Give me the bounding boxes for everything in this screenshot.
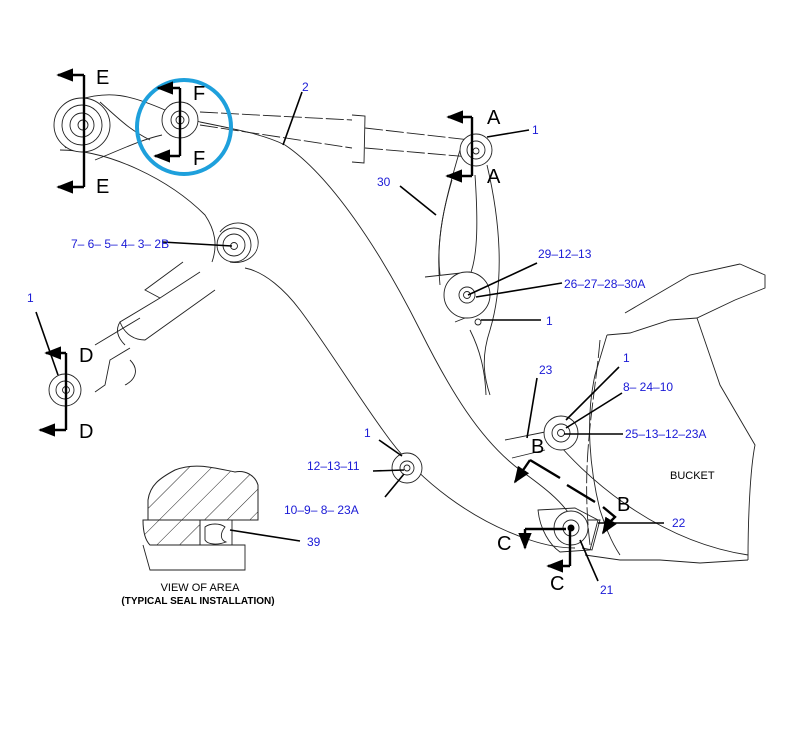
seal-detail-view — [142, 465, 259, 571]
callout-boom-pin-3[interactable]: 10–9– 8– 23A — [284, 503, 359, 517]
callout-boom-pin-2[interactable]: 12–13–11 — [307, 459, 360, 473]
callout-lever-pin[interactable]: 1 — [546, 314, 553, 328]
callout-seal[interactable]: 39 — [307, 535, 321, 549]
boom-cylinder — [199, 111, 471, 164]
section-label-f-bottom: F — [193, 148, 205, 170]
leader-lines — [35, 91, 664, 582]
bucket-label: BUCKET — [670, 470, 715, 482]
section-cut-e — [56, 68, 86, 194]
callout-d-pin[interactable]: 1 — [27, 291, 34, 305]
pin-bucket-upper — [543, 415, 579, 451]
section-label-b-top: B — [531, 436, 544, 458]
pin-lever — [443, 271, 491, 326]
section-cut-b — [514, 458, 617, 535]
highlight-circle — [135, 78, 233, 176]
callout-bottom-pin-21[interactable]: 21 — [600, 583, 614, 597]
callout-pivot-2b[interactable]: 7– 6– 5– 4– 3– 2B — [71, 237, 169, 251]
section-cut-c — [518, 527, 572, 573]
section-label-e-bottom: E — [96, 176, 109, 198]
boom-arm — [59, 94, 576, 549]
detail-caption-line2: (TYPICAL SEAL INSTALLATION) — [121, 596, 274, 607]
callout-lever-lower[interactable]: 26–27–28–30A — [564, 277, 645, 291]
section-label-f-top: F — [193, 83, 205, 105]
callout-bucket-pin-3[interactable]: 25–13–12–23A — [625, 427, 706, 441]
section-cut-d — [38, 346, 68, 437]
section-label-c-bottom: C — [550, 573, 564, 595]
section-cut-f — [153, 81, 182, 163]
detail-caption-line1: VIEW OF AREA — [161, 582, 241, 594]
pin-2b — [216, 222, 259, 263]
callout-a-pin[interactable]: 1 — [532, 123, 539, 137]
callout-link[interactable]: 23 — [539, 363, 553, 377]
bucket — [554, 263, 766, 564]
callout-bottom-pin-22[interactable]: 22 — [672, 516, 686, 530]
pin-e — [53, 97, 111, 153]
callout-tilt-lever[interactable]: 30 — [377, 175, 391, 189]
section-label-c-left: C — [497, 533, 511, 555]
section-label-b-bottom: B — [617, 494, 630, 516]
callout-boom-cylinder[interactable]: 2 — [302, 80, 309, 94]
pin-a — [459, 133, 493, 167]
bucket-link — [504, 431, 546, 459]
section-label-a-bottom: A — [487, 166, 501, 188]
lift-cylinder — [94, 261, 216, 393]
section-label-d-bottom: D — [79, 421, 93, 443]
callout-bucket-pin-1[interactable]: 1 — [623, 351, 630, 365]
section-label-d-top: D — [79, 345, 93, 367]
section-label-a-top: A — [487, 107, 501, 129]
section-cut-a — [445, 110, 474, 183]
section-label-e-top: E — [96, 67, 109, 89]
callout-boom-pin-1[interactable]: 1 — [364, 426, 371, 440]
callout-lever-upper[interactable]: 29–12–13 — [538, 247, 592, 261]
pin-boom-lower — [391, 452, 423, 484]
callout-bucket-pin-2[interactable]: 8– 24–10 — [623, 380, 673, 394]
